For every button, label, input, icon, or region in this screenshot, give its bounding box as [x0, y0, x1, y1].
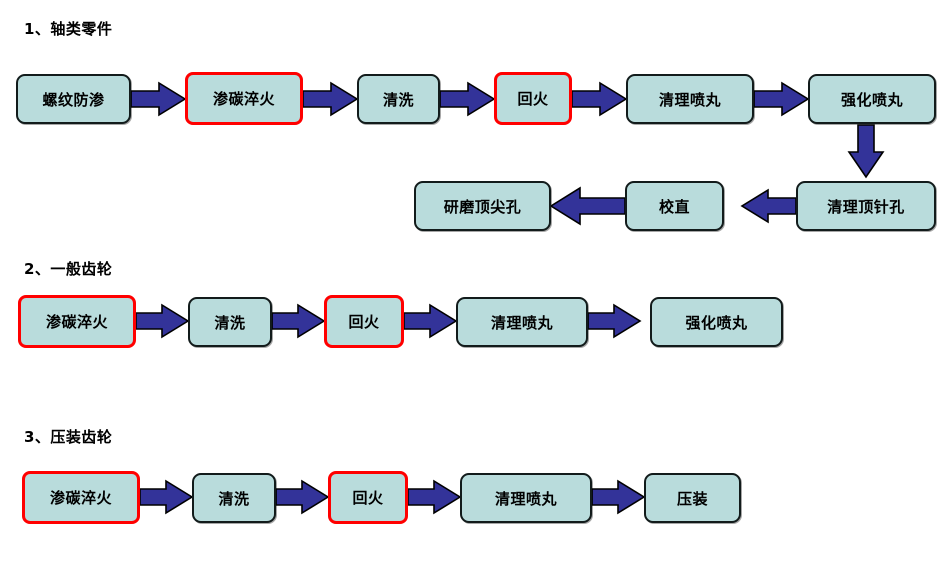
arrow-right-r1-3-to-4	[439, 81, 496, 117]
arrow-left-r1-b1-to-b2	[740, 188, 797, 224]
node-carburizing-quenching-r3[interactable]: 渗碳淬火	[22, 471, 140, 524]
section-title-general-gear: 2、一般齿轮	[24, 260, 113, 278]
node-press-fitting[interactable]: 压装	[644, 473, 741, 523]
node-carburizing-quenching-r1[interactable]: 渗碳淬火	[185, 72, 303, 125]
node-carburizing-quenching-r2[interactable]: 渗碳淬火	[18, 295, 136, 348]
node-center-hole-cleaning[interactable]: 清理顶针孔	[796, 181, 936, 231]
arrow-right-r3-4-to-5	[591, 479, 646, 515]
node-shot-peening-strengthening-r2[interactable]: 强化喷丸	[650, 297, 783, 347]
node-shot-blasting-cleaning-r2[interactable]: 清理喷丸	[456, 297, 588, 347]
arrow-right-r2-1-to-2	[135, 303, 190, 339]
node-center-hole-grinding[interactable]: 研磨顶尖孔	[414, 181, 551, 231]
arrow-right-r1-1-to-2	[130, 81, 187, 117]
arrow-right-r3-2-to-3	[275, 479, 330, 515]
arrow-right-r2-3-to-4	[403, 303, 458, 339]
node-tempering-r2[interactable]: 回火	[324, 295, 404, 348]
arrow-right-r1-4-to-5	[571, 81, 628, 117]
node-straightening[interactable]: 校直	[625, 181, 724, 231]
arrow-left-r1-b2-to-b3	[549, 186, 626, 226]
node-shot-blasting-cleaning-r3[interactable]: 清理喷丸	[460, 473, 592, 523]
arrow-right-r2-4-to-5	[587, 303, 642, 339]
arrow-right-r3-1-to-2	[139, 479, 194, 515]
arrow-right-r1-2-to-3	[302, 81, 359, 117]
arrow-right-r2-2-to-3	[271, 303, 326, 339]
arrow-right-r3-3-to-4	[407, 479, 462, 515]
section-title-shaft-parts: 1、轴类零件	[24, 20, 113, 38]
node-tempering-r3[interactable]: 回火	[328, 471, 408, 524]
arrow-down-r1-6-to-b1	[847, 124, 885, 179]
node-cleaning-r1[interactable]: 清洗	[357, 74, 440, 124]
section-title-press-fit-gear: 3、压装齿轮	[24, 428, 113, 446]
node-tempering-r1[interactable]: 回火	[494, 72, 572, 125]
node-shot-blasting-cleaning-r1[interactable]: 清理喷丸	[626, 74, 754, 124]
node-thread-anti-seepage[interactable]: 螺纹防渗	[16, 74, 131, 124]
node-cleaning-r2[interactable]: 清洗	[188, 297, 272, 347]
node-cleaning-r3[interactable]: 清洗	[192, 473, 276, 523]
arrow-right-r1-5-to-6	[753, 81, 810, 117]
node-shot-peening-strengthening-r1[interactable]: 强化喷丸	[808, 74, 936, 124]
